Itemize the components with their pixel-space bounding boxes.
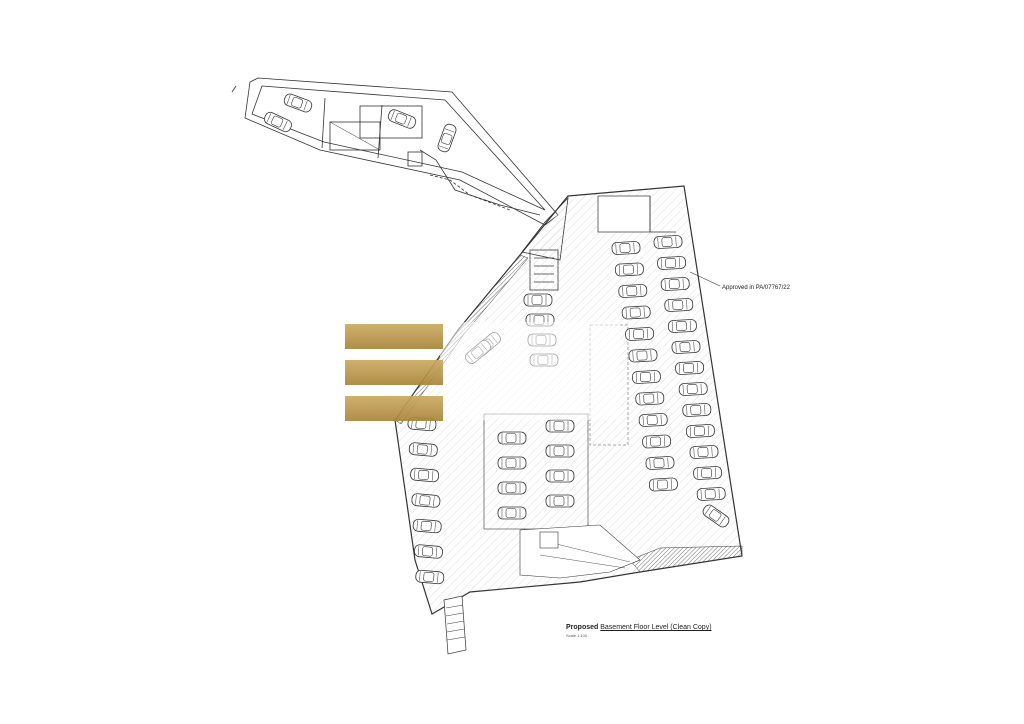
- car-icon: [641, 434, 672, 449]
- car-icon: [689, 444, 719, 460]
- car-icon: [497, 506, 527, 520]
- car-icon: [678, 381, 708, 397]
- car-icon: [667, 318, 698, 334]
- caption-rest: Basement Floor Level (Clean Copy): [600, 624, 712, 631]
- car-icon: [624, 326, 655, 342]
- car-icon: [645, 455, 675, 471]
- car-icon: [411, 492, 441, 509]
- car-icon: [523, 293, 553, 307]
- car-icon: [682, 402, 712, 418]
- plan-caption: Proposed Basement Floor Level (Clean Cop…: [566, 624, 712, 631]
- car-icon: [545, 469, 575, 483]
- car-icon: [664, 297, 694, 313]
- car-icon: [635, 391, 665, 406]
- car-icon: [497, 481, 527, 495]
- car-icon: [653, 234, 683, 250]
- car-icon: [671, 339, 701, 355]
- car-icon: [660, 276, 690, 292]
- car-icon: [413, 543, 444, 560]
- car-icon: [628, 348, 658, 363]
- car-icon: [674, 360, 705, 376]
- car-icon: [618, 283, 648, 299]
- scale-label: Scale 1:100: [566, 633, 588, 638]
- car-icon: [631, 369, 662, 385]
- caption-bold: Proposed: [566, 624, 599, 631]
- car-icon: [408, 441, 439, 458]
- car-icon: [611, 240, 641, 256]
- approval-note: Approved in PA/07767/22: [722, 285, 790, 291]
- car-icon: [412, 518, 443, 534]
- car-icon: [497, 456, 527, 470]
- car-icon: [409, 467, 440, 483]
- access-wing: [231, 77, 559, 226]
- car-icon: [414, 569, 445, 585]
- car-icon: [696, 486, 726, 502]
- car-icon: [648, 477, 679, 492]
- car-icon: [638, 412, 668, 428]
- car-icon: [545, 444, 575, 458]
- car-icon: [692, 465, 723, 481]
- car-icon: [614, 262, 645, 277]
- car-icon: [545, 494, 575, 508]
- car-icon: [621, 305, 651, 320]
- car-icon: [656, 255, 687, 271]
- car-icon: [497, 431, 527, 445]
- car-icon: [545, 419, 575, 433]
- car-icon: [685, 423, 716, 439]
- watermark-panel: [440, 322, 620, 420]
